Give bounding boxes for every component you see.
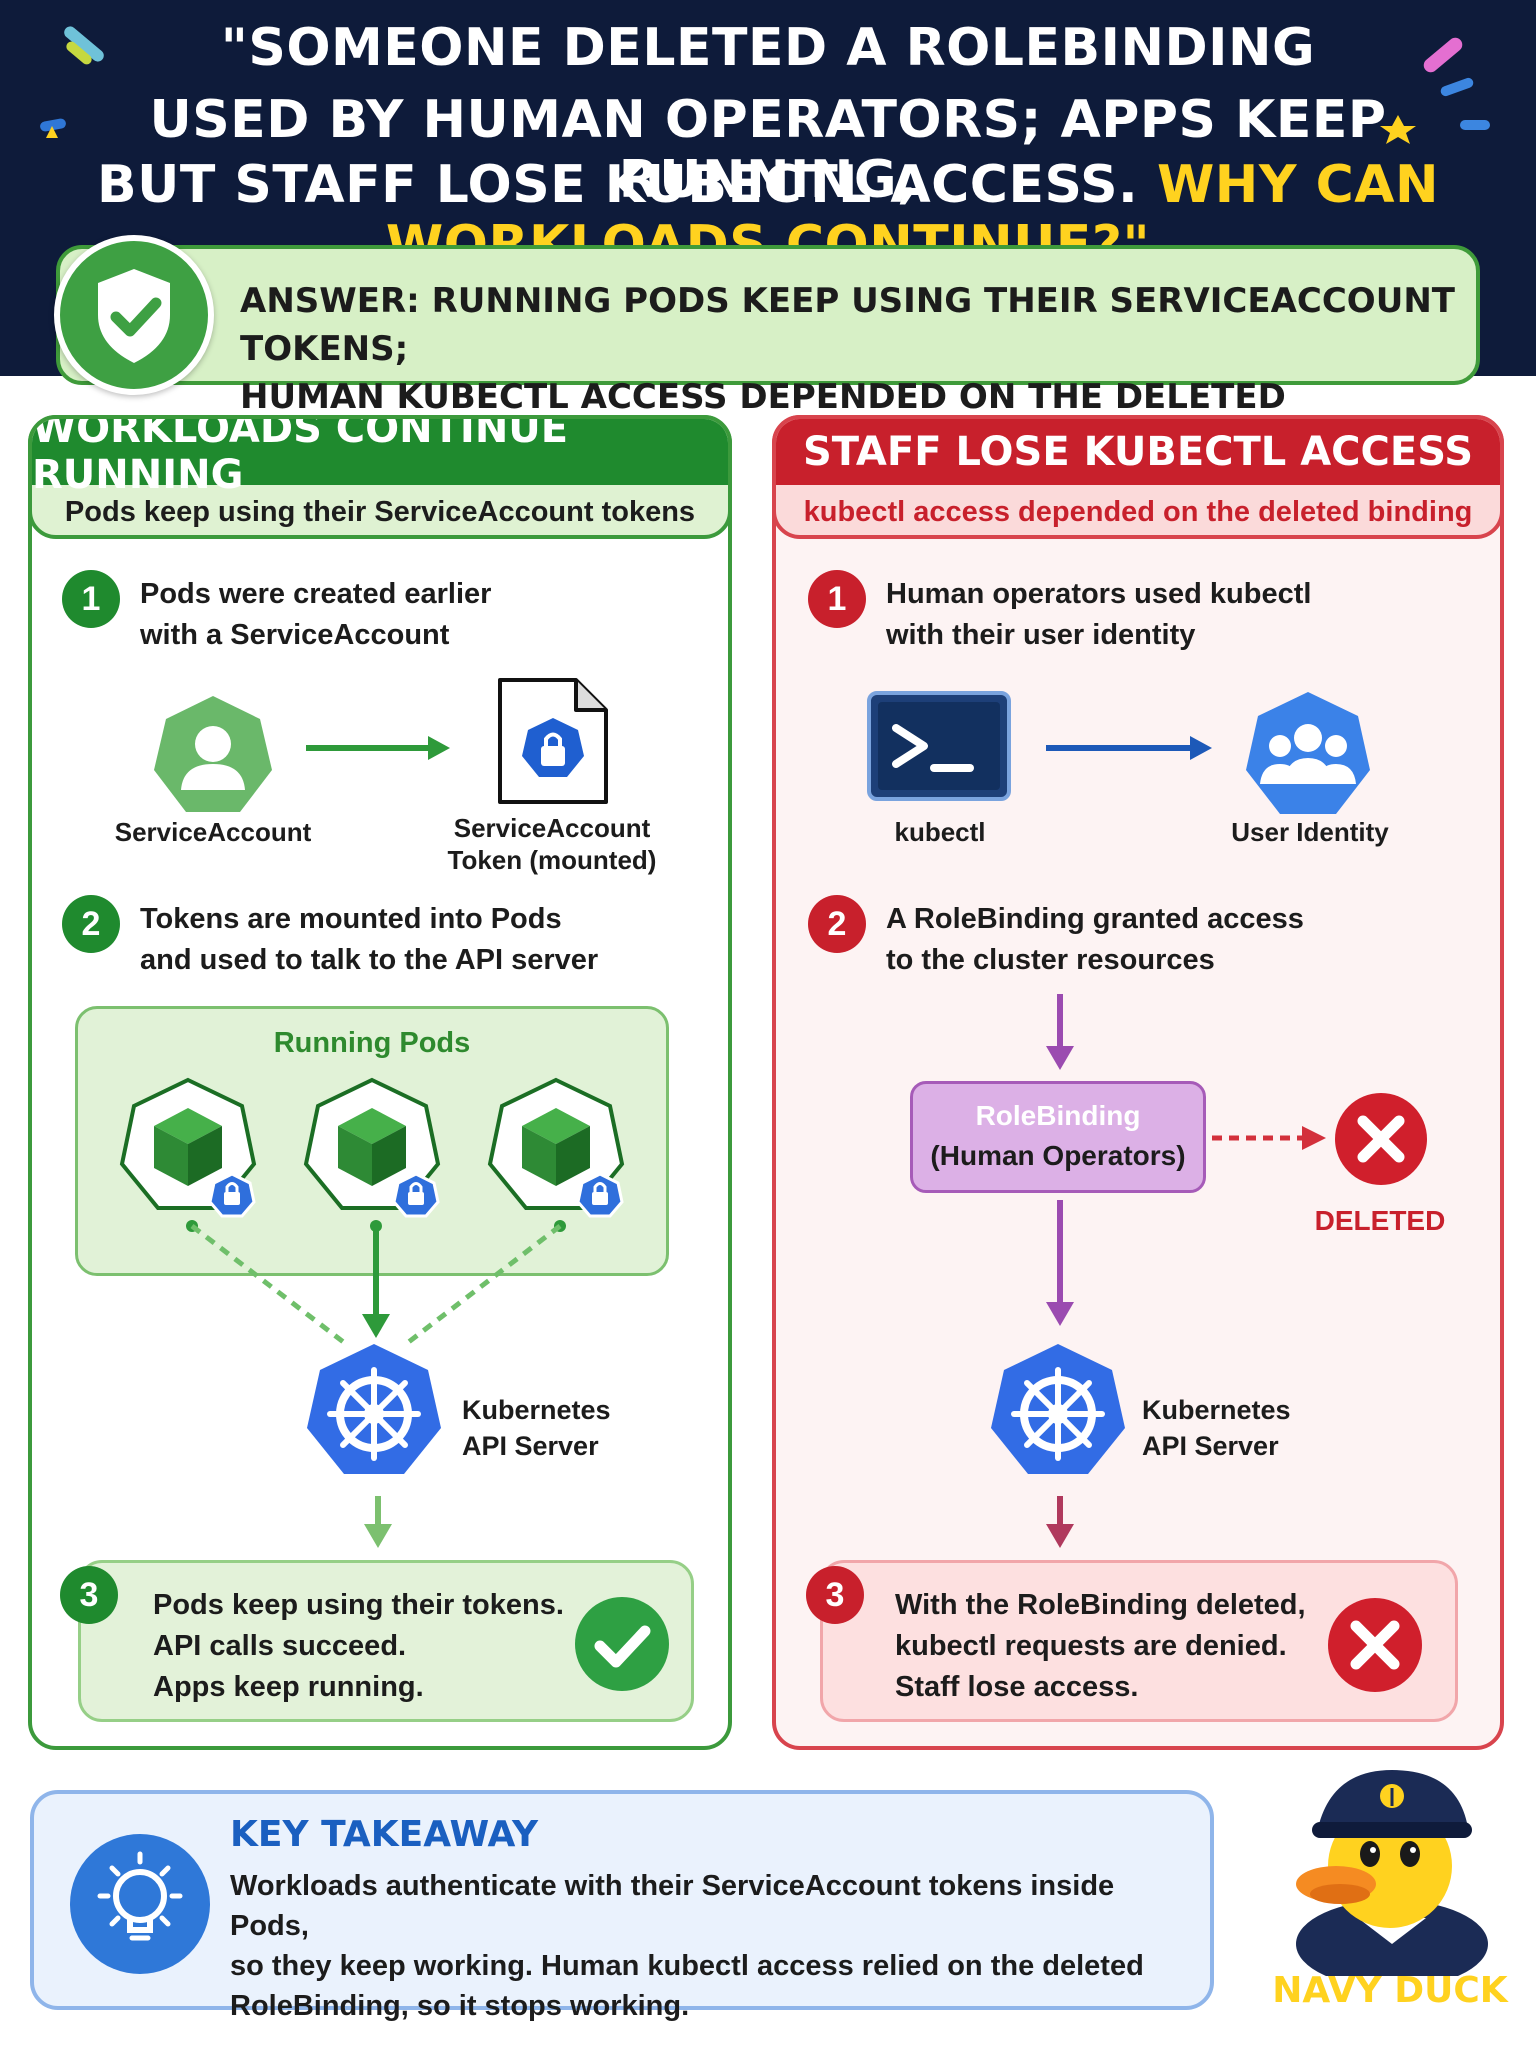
purple-arrow-down-1	[1046, 994, 1074, 1070]
right-step-3-line-3: Staff lose access.	[895, 1671, 1139, 1703]
running-pods-title: Running Pods	[273, 1027, 471, 1059]
denied-x-icon	[1328, 1598, 1422, 1692]
key-takeaway-line-2: so they keep working. Human kubectl acce…	[230, 1950, 1144, 1982]
deleted-label: DELETED	[1314, 1205, 1446, 1236]
left-step-1-line-2: with a ServiceAccount	[140, 619, 450, 651]
serviceaccount-icon	[154, 696, 272, 812]
left-step-3-number: 3	[60, 1566, 118, 1624]
api-server-label-right-line-2: API Server	[1142, 1431, 1279, 1461]
kubernetes-icon-right	[991, 1344, 1125, 1474]
answer-line-1: ANSWER: RUNNING PODS KEEP USING THEIR SE…	[240, 281, 1455, 369]
key-takeaway-box: KEY TAKEAWAY Workloads authenticate with…	[30, 1790, 1214, 2022]
api-server-label-left-line-1: Kubernetes	[462, 1395, 611, 1425]
left-step-3-line-2: API calls succeed.	[153, 1630, 407, 1662]
right-step-1-number: 1	[808, 570, 866, 628]
rolebinding-subtitle: (Human Operators)	[930, 1140, 1186, 1171]
pod-2-icon	[303, 1077, 441, 1218]
kubectl-label: kubectl	[894, 817, 986, 847]
key-takeaway-title: KEY TAKEAWAY	[230, 1814, 539, 1855]
right-step-3-line-1: With the RoleBinding deleted,	[895, 1589, 1306, 1621]
blue-arrow-right	[1046, 736, 1212, 760]
purple-arrow-down-2	[1046, 1200, 1074, 1326]
token-label-line-2: Token (mounted)	[447, 845, 657, 875]
token-label: ServiceAccount Token (mounted)	[432, 812, 672, 876]
token-document-icon	[498, 678, 608, 804]
serviceaccount-label: ServiceAccount	[114, 817, 312, 847]
header-banner: "SOMEONE DELETED A ROLEBINDING USED BY H…	[0, 0, 1536, 376]
pod-3-icon	[487, 1077, 625, 1218]
rolebinding-title: RoleBinding	[975, 1100, 1141, 1131]
kubernetes-icon-left	[307, 1344, 441, 1474]
left-step-3-line-1: Pods keep using their tokens.	[153, 1589, 564, 1621]
api-server-label-right: Kubernetes API Server	[1142, 1392, 1291, 1464]
left-step-2-text: Tokens are mounted into Pods and used to…	[140, 899, 598, 981]
right-step-3-number: 3	[806, 1566, 864, 1624]
purple-arrow-down-3	[1046, 1496, 1074, 1548]
user-identity-label: User Identity	[1231, 817, 1389, 847]
user-identity-icon	[1246, 692, 1370, 814]
left-step-2-line-1: Tokens are mounted into Pods	[140, 903, 562, 935]
rolebinding-box: RoleBinding (Human Operators)	[910, 1081, 1206, 1193]
green-arrow-down	[364, 1496, 392, 1548]
pod-1-icon	[119, 1077, 257, 1218]
staff-panel: STAFF LOSE KUBECTL ACCESS kubectl access…	[772, 415, 1504, 1750]
left-step-2-line-2: and used to talk to the API server	[140, 944, 599, 976]
red-dashed-arrow	[1212, 1126, 1326, 1150]
key-takeaway-line-1: Workloads authenticate with their Servic…	[230, 1870, 1115, 1942]
green-arrow-right	[306, 736, 450, 760]
headline-line-3-white: BUT STAFF LOSE KUBECTL ACCESS.	[97, 155, 1139, 215]
right-step-3-text: With the RoleBinding deleted, kubectl re…	[895, 1585, 1306, 1708]
api-server-label-right-line-1: Kubernetes	[1142, 1395, 1291, 1425]
navy-duck-label: NAVY DUCK	[1272, 1970, 1508, 2011]
left-step-3-text: Pods keep using their tokens. API calls …	[153, 1585, 564, 1708]
right-step-3-line-2: kubectl requests are denied.	[895, 1630, 1287, 1662]
navy-duck-mascot	[1296, 1770, 1488, 1976]
right-step-2-text: A RoleBinding granted access to the clus…	[886, 899, 1304, 981]
lightbulb-icon	[70, 1834, 210, 1974]
token-label-line-1: ServiceAccount	[453, 813, 651, 843]
right-step-2-line-2: to the cluster resources	[886, 944, 1215, 976]
pod-connectors	[186, 1220, 566, 1346]
left-step-3-line-3: Apps keep running.	[153, 1671, 424, 1703]
staff-panel-subtitle: kubectl access depended on the deleted b…	[803, 495, 1473, 528]
left-step-1-number: 1	[62, 570, 120, 628]
left-step-1-text: Pods were created earlier with a Service…	[140, 574, 491, 656]
check-circle-icon	[575, 1597, 669, 1691]
headline-line-2: USED BY HUMAN OPERATORS; APPS KEEP RUNNI…	[149, 90, 1387, 210]
headline-line-1: "SOMEONE DELETED A ROLEBINDING	[220, 18, 1316, 78]
key-takeaway-body: Workloads authenticate with their Servic…	[230, 1866, 1190, 2026]
key-takeaway-line-3: RoleBinding, so it stops working.	[230, 1990, 690, 2022]
workloads-result-box: Pods keep using their tokens. API calls …	[78, 1560, 694, 1722]
staff-panel-header: STAFF LOSE KUBECTL ACCESS kubectl access…	[772, 415, 1504, 539]
right-step-1-text: Human operators used kubectl with their …	[886, 574, 1311, 656]
answer-box: ANSWER: RUNNING PODS KEEP USING THEIR SE…	[54, 235, 1480, 465]
left-step-2-number: 2	[62, 895, 120, 953]
right-step-1-line-1: Human operators used kubectl	[886, 578, 1312, 610]
left-step-1-line-1: Pods were created earlier	[140, 578, 492, 610]
right-step-2-number: 2	[808, 895, 866, 953]
staff-result-box: With the RoleBinding deleted, kubectl re…	[820, 1560, 1458, 1722]
api-server-label-left-line-2: API Server	[462, 1431, 599, 1461]
confetti-decoration	[40, 26, 1490, 144]
shield-check-icon	[54, 235, 214, 395]
workloads-panel-header: WORKLOADS CONTINUE RUNNING Pods keep usi…	[28, 415, 732, 539]
workloads-panel-title: WORKLOADS CONTINUE RUNNING	[32, 419, 728, 498]
api-server-label-left: Kubernetes API Server	[462, 1392, 611, 1464]
terminal-icon	[867, 691, 1011, 801]
staff-panel-title: STAFF LOSE KUBECTL ACCESS	[776, 419, 1500, 485]
right-step-2-line-1: A RoleBinding granted access	[886, 903, 1304, 935]
right-step-1-line-2: with their user identity	[886, 619, 1196, 651]
workloads-panel-subtitle: Pods keep using their ServiceAccount tok…	[64, 495, 696, 528]
deleted-x-icon	[1335, 1093, 1427, 1185]
